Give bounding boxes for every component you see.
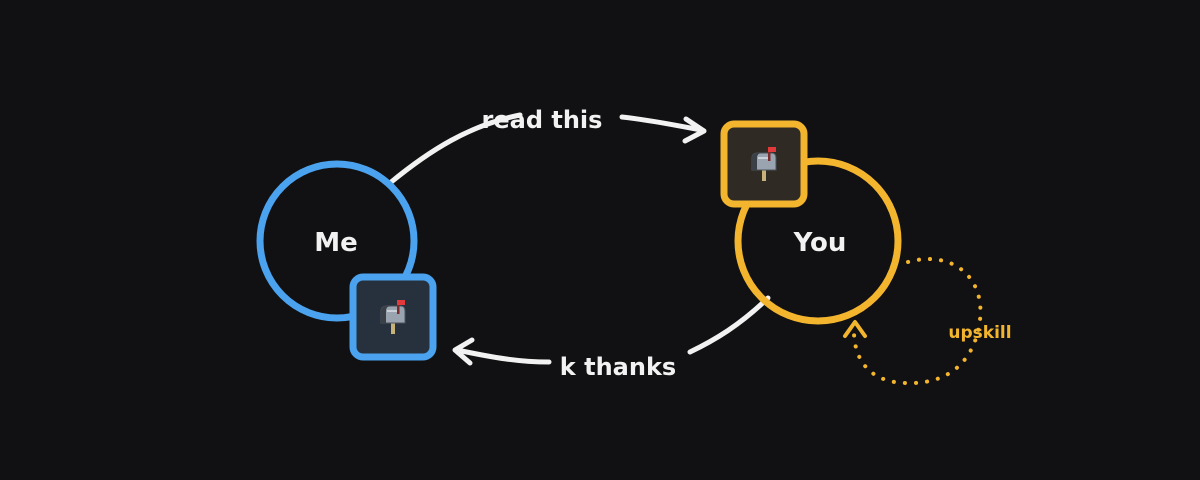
read-this-label: read this: [482, 106, 603, 134]
k-thanks-label: k thanks: [560, 353, 676, 381]
me-label: Me: [314, 228, 358, 258]
upskill-label: upskill: [948, 323, 1011, 343]
upskill-loop: [851, 257, 983, 386]
k-thanks-arrowhead: [452, 337, 475, 366]
me-node: [256, 160, 418, 322]
you-label: You: [793, 228, 847, 258]
read-this-arc: [387, 112, 704, 186]
read-this-arrowhead: [682, 116, 707, 144]
you-node: [734, 157, 902, 325]
k-thanks-arc: [454, 295, 771, 365]
upskill-arrowhead: [843, 320, 867, 338]
